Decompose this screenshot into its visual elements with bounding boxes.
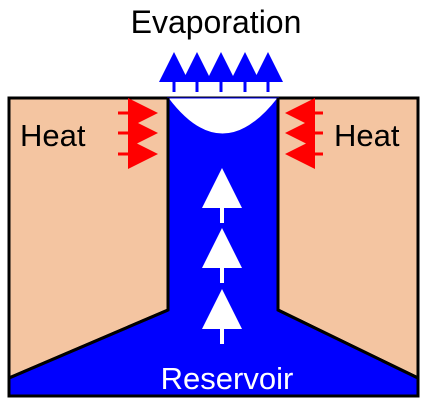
left-slope-edge [8, 308, 169, 380]
evaporation-arrows [159, 52, 283, 92]
heat-right-label: Heat [334, 118, 400, 153]
title-evaporation: Evaporation [131, 4, 302, 40]
left-heat-arrows [118, 98, 158, 169]
right-heat-arrows [285, 98, 323, 169]
heat-left-label: Heat [20, 118, 86, 153]
reservoir-label: Reservoir [161, 361, 294, 396]
right-slope-edge [277, 308, 419, 380]
meniscus [166, 97, 280, 135]
